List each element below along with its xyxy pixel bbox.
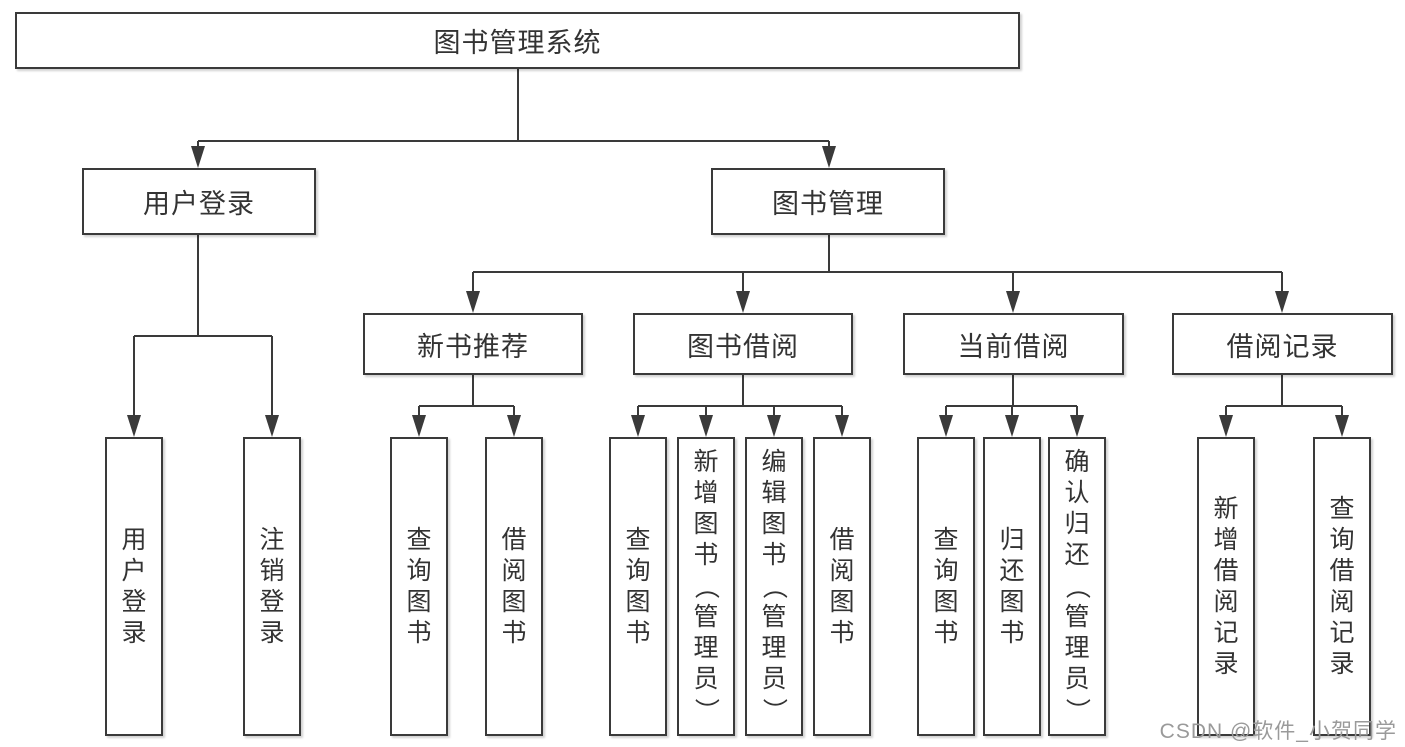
node-borrow-records-label: 借阅记录 (1226, 331, 1339, 362)
leaf-query-borrow-record: 查询借阅记录 (1313, 437, 1371, 736)
node-borrow-records: 借阅记录 (1172, 313, 1393, 375)
leaf-query-books-2: 查询图书 (609, 437, 667, 736)
node-new-book-recommend: 新书推荐 (363, 313, 583, 375)
node-new-book-recommend-label: 新书推荐 (417, 331, 529, 362)
arrowheads (127, 146, 1349, 437)
leaf-return-books: 归还图书 (983, 437, 1041, 736)
node-current-borrow: 当前借阅 (903, 313, 1124, 375)
node-root-system: 图书管理系统 (15, 12, 1020, 69)
leaf-query-books-3: 查询图书 (917, 437, 975, 736)
leaf-user-login: 用户登录 (105, 437, 163, 736)
node-book-borrow-label: 图书借阅 (687, 331, 799, 362)
leaf-edit-books-admin: 编辑图书（管理员） (745, 437, 803, 736)
leaf-query-books-1: 查询图书 (390, 437, 448, 736)
node-current-borrow-label: 当前借阅 (957, 331, 1070, 362)
node-book-management-label: 图书管理 (772, 189, 884, 219)
leaf-add-borrow-record: 新增借阅记录 (1197, 437, 1255, 736)
leaf-borrow-books-2: 借阅图书 (813, 437, 871, 736)
node-book-borrow: 图书借阅 (633, 313, 853, 375)
node-user-login: 用户登录 (82, 168, 316, 235)
leaf-borrow-books-1: 借阅图书 (485, 437, 543, 736)
csdn-watermark: CSDN @软件_小贺同学 (1159, 720, 1397, 743)
leaf-logout: 注销登录 (243, 437, 301, 736)
node-root-label: 图书管理系统 (433, 28, 602, 58)
leaf-add-books-admin: 新增图书（管理员） (677, 437, 735, 736)
node-user-login-label: 用户登录 (143, 189, 255, 219)
node-book-management: 图书管理 (711, 168, 945, 235)
leaf-confirm-return-admin: 确认归还（管理员） (1048, 437, 1106, 736)
